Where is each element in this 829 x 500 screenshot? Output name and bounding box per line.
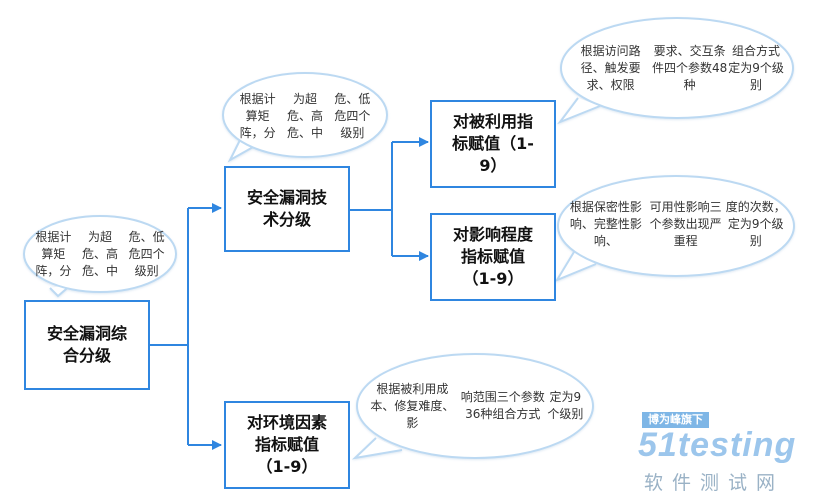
node-impact: 对影响程度 指标赋值 （1-9）: [430, 213, 556, 301]
bubble-tech-note-text: 根据计算矩阵，分 为超危、高危、中 危、低危四个级别: [239, 91, 371, 140]
bubble-env-note: [351, 353, 594, 460]
node-tech: 安全漏洞技 术分级: [224, 166, 350, 252]
watermark-51testing: 博为峰旗下 51testing 软件测试网: [632, 412, 822, 494]
bubble-impact-note: [554, 175, 795, 283]
bubble-impact-note-text: 根据保密性影响、完整性影响、 可用性影响三个参数出现严重程 度的次数，定为9个级…: [569, 199, 786, 248]
watermark-subtitle: 软件测试网: [644, 472, 785, 494]
node-exploit: 对被利用指 标赋值（1- 9）: [430, 100, 556, 188]
bubble-exploit-note: [557, 17, 794, 125]
bubble-exploit-note-text: 根据访问路径、触发要求、权限 要求、交互条件四个参数48种 组合方式定为9个级别: [580, 43, 784, 92]
watermark-badge: 博为峰旗下: [642, 412, 709, 428]
bubble-tech-note: [222, 72, 388, 163]
connectors: [150, 137, 429, 450]
watermark-logo: 51testing: [638, 426, 797, 464]
bubble-root-note: [23, 215, 177, 298]
node-root: 安全漏洞综 合分级: [24, 300, 150, 390]
node-env: 对环境因素 指标赋值 （1-9）: [224, 401, 350, 489]
bubble-root-note-text: 根据计算矩阵，分 为超危、高危、中 危、低危四个级别: [35, 229, 165, 278]
bubble-env-note-text: 根据被利用成本、修复难度、影 响范围三个参数36种组合方式 定为9个级别: [370, 381, 584, 430]
